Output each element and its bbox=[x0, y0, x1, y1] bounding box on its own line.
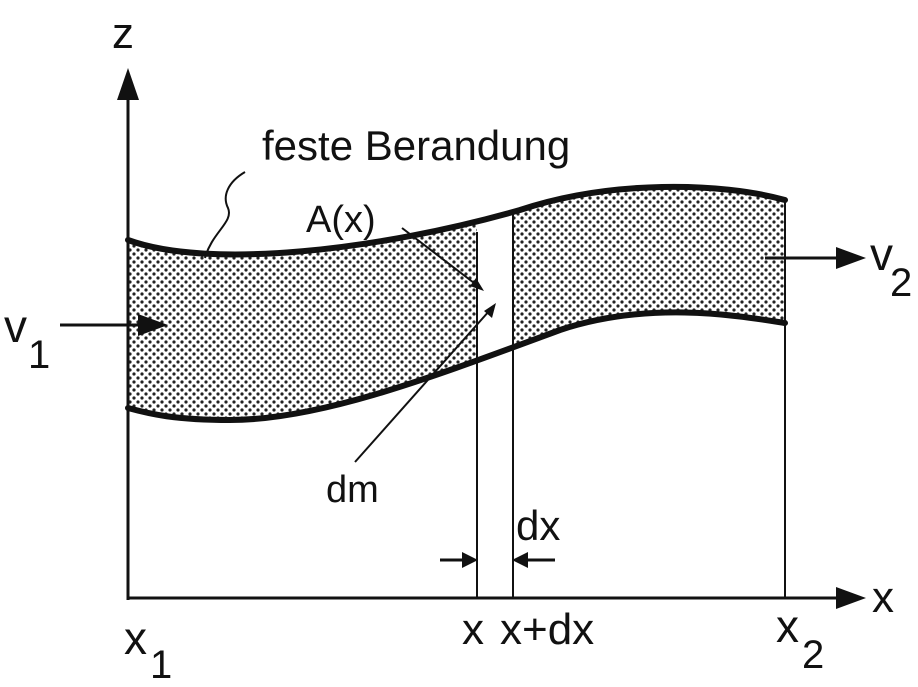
tick-x1: x bbox=[124, 612, 147, 664]
tick-x1-subscript: 1 bbox=[150, 643, 172, 687]
area-leader-head bbox=[470, 278, 484, 291]
v1-arrowhead bbox=[138, 314, 168, 336]
area-label: A(x) bbox=[306, 199, 376, 241]
flow-tube-right bbox=[513, 186, 785, 348]
dx-arrow-right-head bbox=[512, 552, 528, 568]
dm-leader-head bbox=[484, 303, 496, 318]
boundary-label: feste Berandung bbox=[262, 122, 570, 169]
z-axis-arrowhead bbox=[117, 68, 139, 100]
area-leader bbox=[401, 227, 479, 287]
x-axis-arrowhead bbox=[836, 587, 866, 609]
lower-boundary bbox=[125, 309, 788, 424]
dx-arrow-left-head bbox=[462, 552, 478, 568]
v1-subscript: 1 bbox=[28, 333, 50, 377]
tick-x2: x bbox=[776, 600, 799, 652]
x-axis-label: x bbox=[872, 573, 894, 622]
dx-label: dx bbox=[516, 502, 560, 549]
tick-x2-subscript: 2 bbox=[802, 633, 824, 677]
tick-x: x bbox=[462, 605, 484, 654]
upper-boundary bbox=[125, 183, 788, 258]
dx-strip bbox=[477, 200, 513, 360]
flow-tube-left bbox=[128, 221, 477, 420]
z-axis-label: z bbox=[112, 9, 134, 58]
boundary-leader bbox=[204, 171, 246, 259]
dm-leader bbox=[354, 309, 491, 463]
v2-arrowhead bbox=[836, 247, 866, 269]
dm-label: dm bbox=[326, 469, 379, 511]
v1-label: v bbox=[4, 300, 27, 352]
v2-label: v bbox=[870, 228, 893, 280]
tick-x-plus-dx: x+dx bbox=[500, 605, 594, 654]
v2-subscript: 2 bbox=[890, 261, 912, 305]
